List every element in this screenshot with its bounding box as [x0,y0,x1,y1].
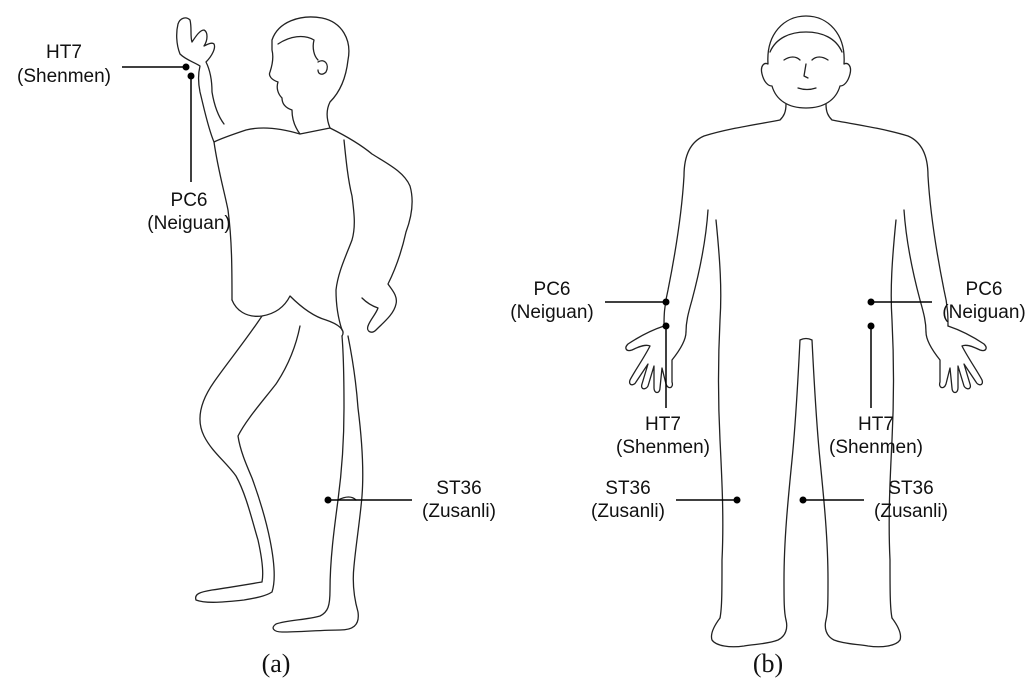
caption-b: (b) [753,649,783,678]
panel-b-left-callouts: PC6 (Neiguan) HT7 (Shenmen) ST36 (Zusanl… [510,279,740,522]
ht7-point-b-left [663,323,670,330]
st36-code-a: ST36 [436,478,481,499]
st36-point-b-right [800,497,807,504]
panel-b-figure [626,16,986,647]
side-figure-back [336,140,354,330]
ht7-code-b-right: HT7 [858,414,894,435]
panel-b-right-callouts: PC6 (Neiguan) HT7 (Shenmen) ST36 (Zusanl… [800,279,1026,522]
ht7-name-a: (Shenmen) [17,66,111,87]
st36-name-a: (Zusanli) [422,501,496,522]
side-figure-head [269,17,348,134]
pc6-name-a: (Neiguan) [147,213,230,234]
side-figure-ear [318,61,327,74]
side-figure-raised-arm [177,18,300,142]
front-figure-head [761,16,850,108]
front-figure-inner-legs [784,339,828,621]
front-figure-right-hand [926,326,986,393]
pc6-code-a: PC6 [171,190,208,211]
panel-a-figure [177,17,412,632]
pc6-point-b-left [663,299,670,306]
caption-a: (a) [262,649,291,678]
st36-point-b-left [734,497,741,504]
front-figure-right-foot [825,618,900,647]
side-figure-hip [232,296,343,336]
side-figure-forward-leg [196,316,300,602]
st36-name-b-right: (Zusanli) [874,501,948,522]
front-figure-left-hand [626,326,686,393]
panel-a-callouts: HT7 (Shenmen) PC6 (Neiguan) ST36 (Zusanl… [17,42,496,522]
pc6-name-b-right: (Neiguan) [942,302,1025,323]
front-figure-hairline [770,32,842,52]
side-figure-rear-leg [273,336,363,632]
pc6-point-b-right [868,299,875,306]
ht7-point-b-right [868,323,875,330]
side-figure-hairline [278,37,318,60]
pc6-code-b-left: PC6 [534,279,571,300]
pc6-code-b-right: PC6 [966,279,1003,300]
st36-code-b-right: ST36 [888,478,933,499]
front-figure-neck-shoulders [664,104,948,326]
ht7-name-b-left: (Shenmen) [616,437,710,458]
front-figure-left-foot [711,618,786,647]
ht7-code-b-left: HT7 [645,414,681,435]
front-figure-nose-mouth [798,64,816,90]
side-figure-back-arm [330,128,412,332]
pc6-point-a [188,73,195,80]
ht7-name-b-right: (Shenmen) [829,437,923,458]
st36-code-b-left: ST36 [605,478,650,499]
ht7-code-a: HT7 [46,42,82,63]
st36-name-b-left: (Zusanli) [591,501,665,522]
ht7-point-a [183,64,190,71]
front-figure-eyes [784,57,828,60]
pc6-name-b-left: (Neiguan) [510,302,593,323]
front-figure-inner-arms [686,210,926,332]
st36-point-a [325,497,332,504]
